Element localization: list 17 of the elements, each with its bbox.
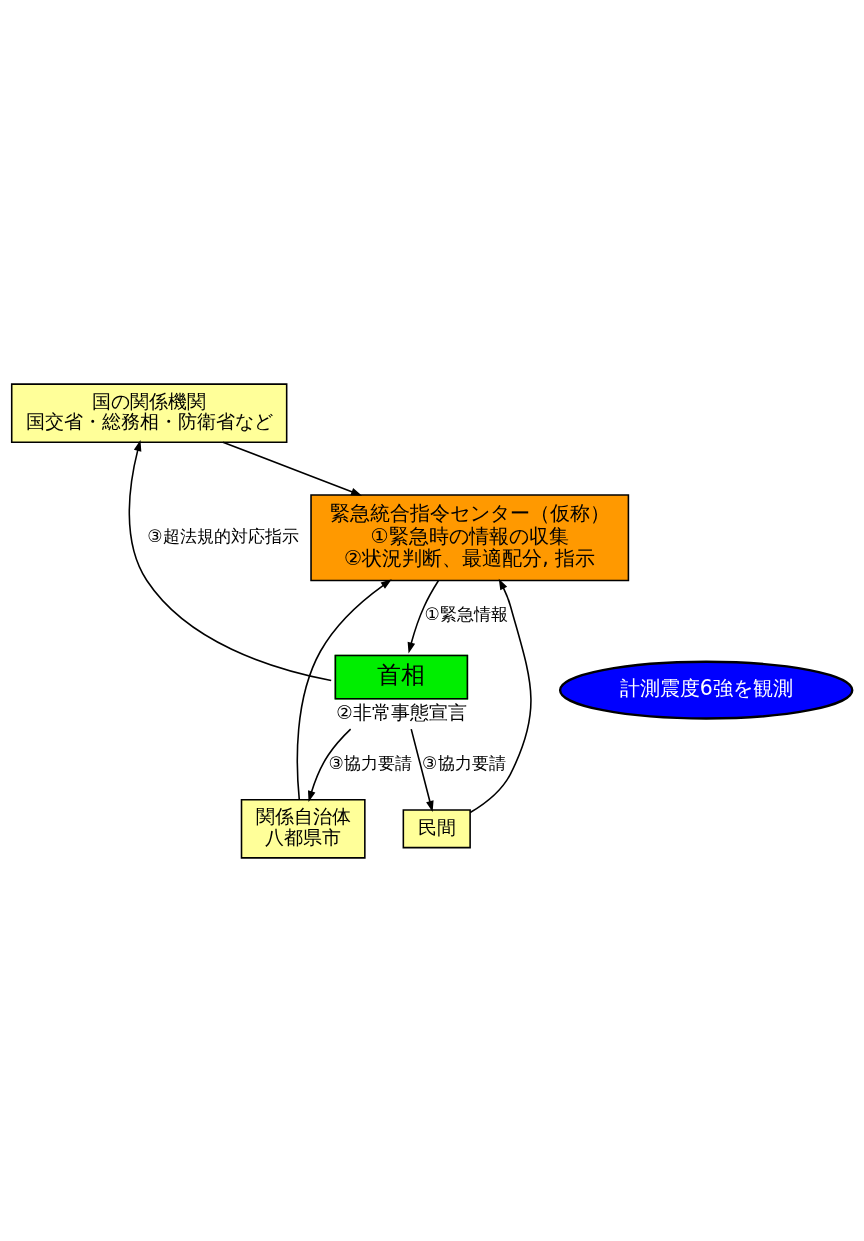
node-box: 関係自治体 八都県市 bbox=[240, 798, 366, 859]
arrow bbox=[410, 727, 434, 812]
edge-label: ③協力要請 bbox=[328, 752, 413, 773]
arrow bbox=[307, 727, 352, 802]
node-box: 緊急統合指令センター（仮称） ①緊急時の情報の収集 ②状況判断、最適配分, 指示 bbox=[310, 493, 630, 581]
node-box: 国の関係機関 国交省・総務相・防衛省など bbox=[10, 382, 288, 443]
arrow bbox=[128, 439, 332, 681]
edge-label: ③協力要請 bbox=[422, 752, 506, 773]
arrow bbox=[469, 578, 532, 813]
edge-label: ③超法規的対応指示 bbox=[147, 525, 299, 546]
node-ellipse: 計測震度6強を観測 bbox=[558, 660, 854, 720]
arrow bbox=[407, 579, 440, 653]
arrow bbox=[296, 578, 392, 800]
arrow bbox=[222, 441, 363, 496]
edge-label: ①緊急情報 bbox=[424, 603, 508, 624]
node-box: 民間 bbox=[402, 808, 471, 848]
node-label: ②非常事態宣言 bbox=[336, 701, 468, 723]
